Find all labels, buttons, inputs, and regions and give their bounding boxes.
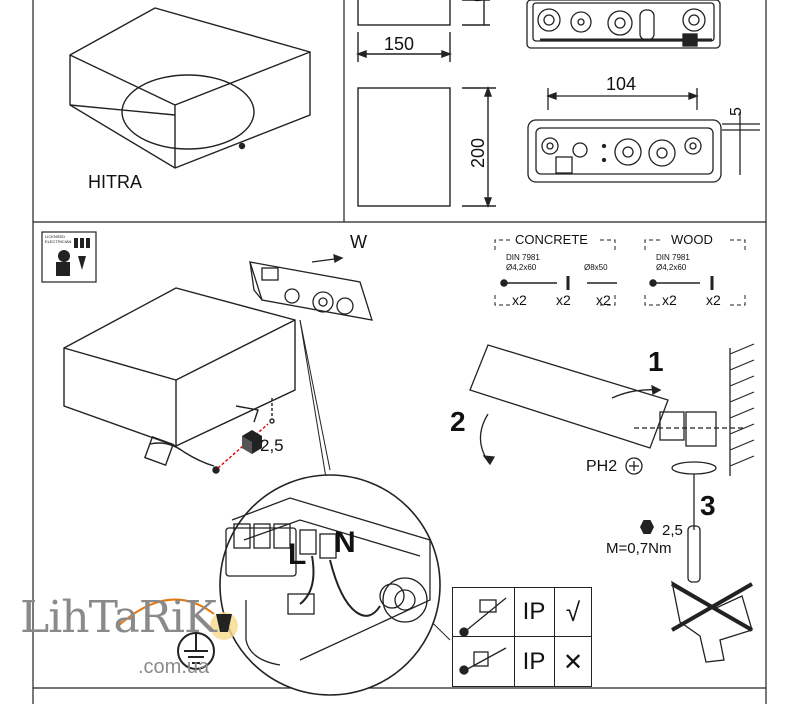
dimension-plate-offset: 5	[728, 107, 745, 116]
step-2-number: 2	[450, 406, 466, 437]
wood-qty-washers: x2	[706, 292, 721, 308]
live-terminal-label: L	[288, 538, 307, 571]
hex-icon-small	[640, 520, 654, 534]
concrete-title: CONCRETE	[515, 232, 588, 247]
badge-text-line2: ELECTRICIAN	[45, 239, 72, 244]
ip-rating-table	[452, 587, 592, 687]
watermark-lamp-icon	[117, 598, 238, 640]
screw-icons	[500, 276, 714, 290]
product-name: HITRA	[88, 172, 142, 192]
wood-title: WOOD	[671, 232, 713, 247]
check-mark-icon: √	[565, 596, 581, 627]
mounting-plate-top-drawing	[526, 0, 721, 49]
step-3-number: 3	[700, 490, 716, 521]
step-1-number: 1	[648, 346, 664, 377]
dimension-side-width: 150	[384, 34, 415, 54]
mounting-plate-bottom-drawing	[527, 88, 760, 183]
concrete-screw-spec-2: Ø4,2x60	[506, 263, 537, 272]
screwdriver-type-label: PH2	[586, 458, 618, 475]
watermark-domain: .com.ua	[138, 656, 210, 678]
concrete-screw-spec-1: DIN 7981	[506, 253, 540, 262]
wood-qty-screws: x2	[662, 292, 677, 308]
ip-label-row2: IP	[522, 648, 546, 675]
ip-label-row1: IP	[522, 598, 546, 625]
wood-screw-spec-1: DIN 7981	[656, 253, 690, 262]
terminal-plate-drawing	[249, 254, 373, 321]
side-elevation-drawing	[356, 0, 496, 208]
wall-marker-label: W	[350, 232, 367, 252]
watermark-brand: LihTaRiK	[20, 592, 217, 643]
install-steps-drawing	[469, 343, 755, 583]
ip-table-divider-v1	[514, 587, 515, 687]
dimension-side-height: 60	[468, 0, 489, 2]
hex-key-size-label: 2,5	[260, 436, 284, 455]
concrete-qty-washers: x2	[556, 292, 571, 308]
torque-value-label: M=0,7Nm	[606, 540, 672, 557]
hex-key-icon	[242, 430, 262, 454]
ground-symbol-icon	[177, 632, 215, 670]
electrician-warning-badge	[41, 231, 97, 283]
ip-table-icons	[459, 597, 507, 675]
lamp-perspective-drawing	[69, 7, 311, 169]
concrete-qty-plugs: x2	[596, 292, 611, 308]
neutral-terminal-label: N	[334, 526, 356, 559]
badge-text-line1: LICENSED	[45, 234, 66, 239]
cable-drawing	[144, 423, 269, 474]
wiring-detail-circle	[219, 474, 441, 696]
ip-table-divider-h	[452, 636, 592, 637]
sheet-frame	[32, 0, 767, 704]
lamp-box-drawing	[63, 287, 296, 447]
fixings-brackets	[494, 239, 746, 306]
dimension-front-height: 200	[468, 137, 488, 168]
concrete-qty-screws: x2	[512, 292, 527, 308]
ip-table-divider-v2	[554, 587, 555, 687]
concrete-plug-spec: Ø8x50	[584, 263, 608, 272]
no-power-drill-drawing	[671, 580, 753, 663]
cross-mark-icon: ✕	[562, 648, 584, 676]
torque-hex-label: 2,5	[662, 522, 683, 539]
dimension-plate-width: 104	[606, 74, 637, 94]
wood-screw-spec-2: Ø4,2x60	[656, 263, 687, 272]
